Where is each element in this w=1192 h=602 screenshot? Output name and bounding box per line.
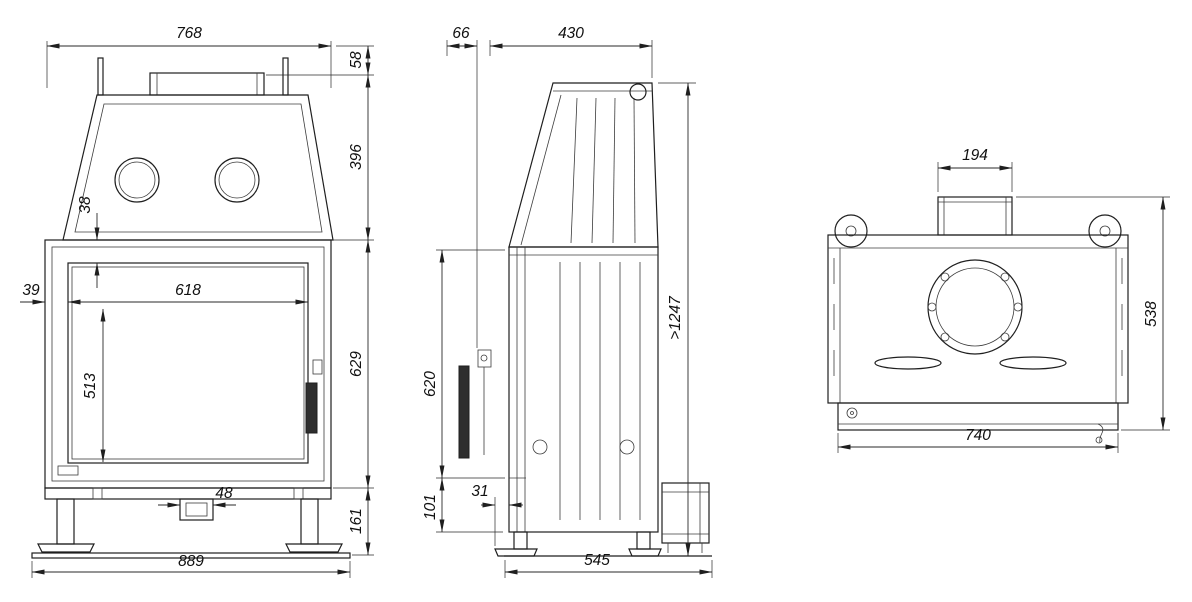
flue-outlet [629, 83, 647, 101]
trim-right [282, 57, 289, 96]
dim-front-collar-height: 58 [348, 51, 365, 69]
floor-plate [31, 552, 351, 559]
vent-right [214, 157, 260, 203]
dim-front-body-height: 629 [348, 351, 365, 377]
corner-cap-right [1088, 214, 1122, 248]
dim-side-top-depth: 430 [558, 25, 584, 42]
dim-front-drawer-width: 48 [215, 485, 233, 502]
side-view: 66 430 >1247 620 101 31 545 [422, 25, 713, 578]
dim-front-glass-top-offset: 38 [77, 196, 94, 214]
flue-collar [149, 72, 265, 96]
ash-drawer [179, 498, 214, 521]
front-view: 768 58 396 629 161 39 618 38 513 [20, 25, 374, 578]
leg-left [56, 498, 75, 545]
dim-side-overall-depth: 545 [584, 552, 610, 569]
vent-left [114, 157, 160, 203]
dim-rear-overall-height: 538 [1143, 301, 1160, 327]
rear-accessory [661, 482, 710, 544]
rear-base [837, 402, 1119, 431]
air-slot-left [874, 356, 942, 370]
dim-front-top-width: 768 [176, 25, 202, 42]
front-dimensions: 768 58 396 629 161 39 618 38 513 [20, 25, 374, 578]
dim-side-foot-inset: 31 [471, 483, 488, 500]
door-handle [305, 382, 318, 434]
trim-left [97, 57, 104, 96]
dim-side-overall-height: >1247 [667, 295, 684, 340]
leg-right [300, 498, 319, 545]
rear-dimensions: 194 538 740 [837, 147, 1170, 453]
dim-front-frame-left: 39 [22, 282, 40, 299]
dim-rear-flue-width: 194 [962, 147, 988, 164]
rating-plate [57, 465, 79, 476]
dim-side-handle-offset: 66 [452, 25, 470, 42]
flue-taper [508, 82, 659, 248]
rear-drawing [827, 196, 1129, 444]
front-drawing [31, 57, 351, 559]
dim-front-base-height: 161 [348, 508, 365, 534]
dim-front-glass-width: 618 [175, 282, 201, 299]
leg-back [636, 531, 651, 550]
foot-left [37, 543, 95, 553]
foot-front [494, 548, 538, 557]
door-latch [312, 359, 323, 375]
dim-front-overall-width: 889 [178, 553, 204, 570]
body-side [508, 246, 659, 533]
hood [62, 94, 334, 241]
foot-right [285, 543, 343, 553]
damper-cable [1097, 423, 1104, 444]
side-drawing [458, 82, 712, 557]
dim-front-glass-height: 513 [82, 373, 99, 399]
dim-side-body-height: 620 [422, 371, 439, 397]
glass-door [67, 262, 309, 464]
door-handle-side [458, 365, 470, 459]
side-dimensions: 66 430 >1247 620 101 31 545 [422, 25, 713, 578]
dim-rear-base-width: 740 [965, 427, 991, 444]
rear-view: 194 538 740 [827, 147, 1170, 453]
flue-stub [937, 196, 1013, 236]
dim-side-base-height: 101 [422, 494, 439, 520]
body-front [44, 239, 332, 489]
handle-bracket [477, 349, 492, 368]
dim-front-hood-height: 396 [348, 144, 365, 170]
corner-cap-left [834, 214, 868, 248]
air-slot-right [999, 356, 1067, 370]
leg-front [513, 531, 528, 550]
foot-back [628, 548, 662, 557]
